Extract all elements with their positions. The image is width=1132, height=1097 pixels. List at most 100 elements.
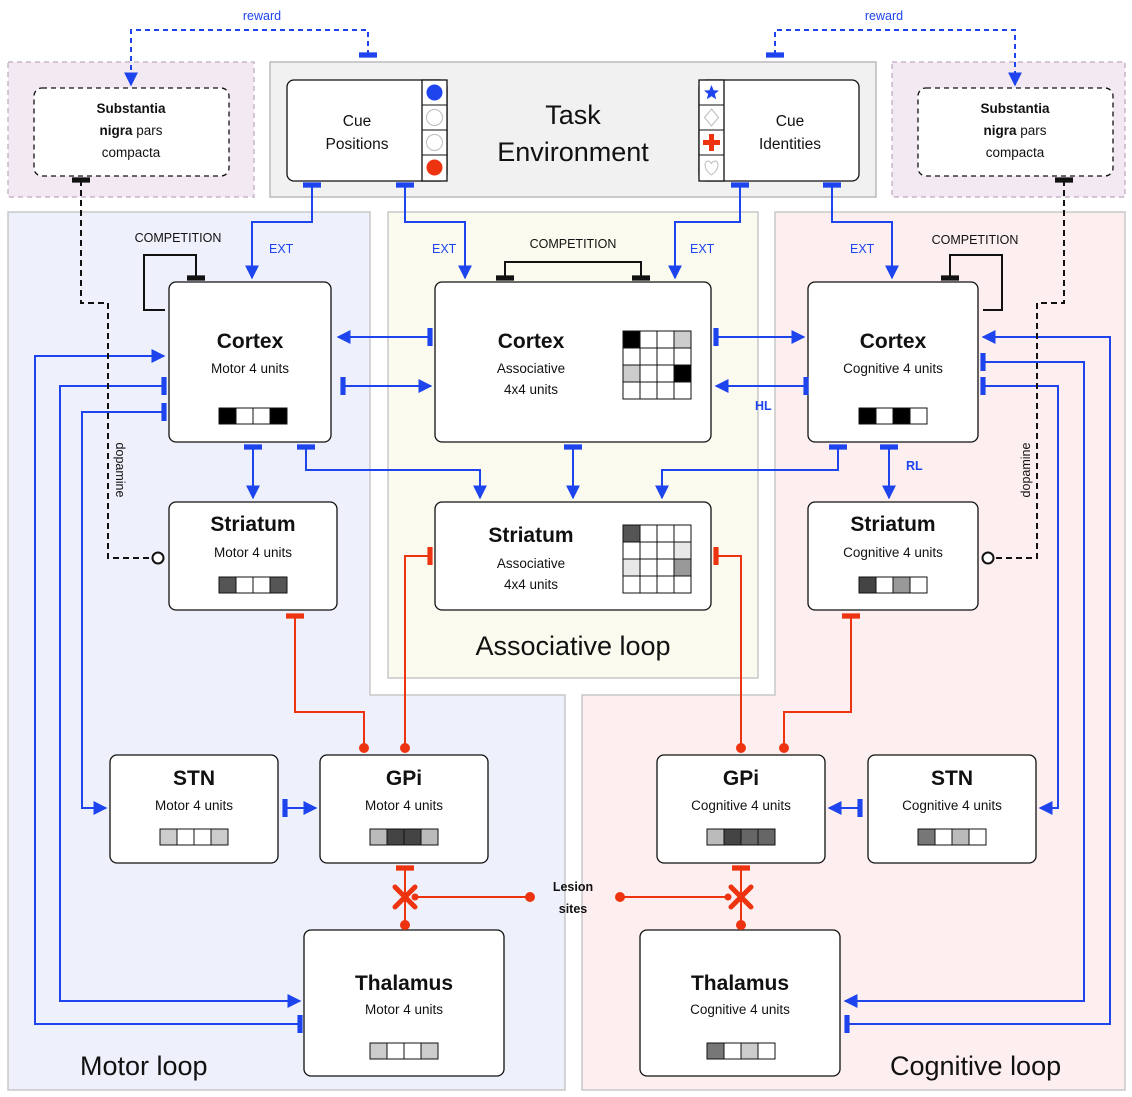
cog-cortex-to-assoc-striatum (655, 444, 847, 500)
cue-positions-box: Cue Positions (286, 79, 448, 182)
reward-connection-left (124, 29, 377, 87)
motor-thalamus-activity (369, 1042, 439, 1060)
snc-left-box: Substantia nigra pars compacta (33, 87, 230, 177)
motor-cortex-to-stn (81, 403, 167, 815)
snc-left-line3: compacta (102, 145, 161, 160)
motor-striatum-activity (218, 576, 288, 594)
competition-label-cognitive: COMPETITION (932, 233, 1019, 247)
snc-left-line1: Substantia (96, 101, 166, 116)
cognitive-striatum-box: Striatum Cognitive 4 units (807, 501, 979, 611)
competition-label-assoc: COMPETITION (530, 237, 617, 251)
motor-thalamus-title: Thalamus (355, 972, 453, 995)
cue-identities-line1: Cue (776, 113, 804, 130)
dopamine-connection-left (72, 177, 153, 559)
lesion-x-icon (392, 884, 418, 910)
dopamine-connection-right (993, 177, 1073, 559)
red-circle-icon (426, 159, 443, 176)
ext-label-assoc-left: EXT (432, 242, 457, 256)
assoc-striatum-line1: Associative (497, 556, 565, 571)
cog-striatum-activity (858, 576, 928, 594)
svg-text:nigra pars: nigra pars (983, 123, 1046, 138)
competition-motor (143, 254, 205, 311)
diamond-icon (703, 108, 720, 127)
reward-label-left: reward (243, 9, 281, 23)
ext-connection-motor (245, 182, 321, 280)
associative-striatum-box: Striatum Associative 4x4 units (434, 501, 712, 611)
snc-right-box: Substantia nigra pars compacta (917, 87, 1114, 177)
assoc-striatum-to-cog-gpi (713, 547, 746, 753)
motor-cortex-to-assoc-striatum (297, 444, 487, 500)
reward-connection-right (766, 29, 1022, 87)
motor-striatum-units: Motor 4 units (214, 545, 292, 560)
cog-cortex-activity (858, 407, 928, 425)
motor-striatum-to-gpi (286, 613, 369, 753)
competition-cognitive (941, 254, 1003, 311)
motor-cortex-box: Cortex Motor 4 units (168, 281, 332, 443)
cog-striatum-units: Cognitive 4 units (843, 545, 943, 560)
cog-stn-activity (917, 828, 987, 846)
ext-label-motor: EXT (269, 242, 294, 256)
blue-circle-icon (426, 84, 443, 101)
motor-gpi-box: GPi Motor 4 units (319, 754, 489, 864)
motor-stn-activity (159, 828, 229, 846)
cog-cortex-units: Cognitive 4 units (843, 361, 943, 376)
cognitive-loop-label: Cognitive loop (890, 1051, 1061, 1081)
associative-cortex-box: Cortex Associative 4x4 units (434, 281, 712, 443)
assoc-striatum-line2: 4x4 units (504, 577, 558, 592)
cue-positions-line2: Positions (326, 136, 389, 153)
motor-stn-units: Motor 4 units (155, 798, 233, 813)
reward-label-right: reward (865, 9, 903, 23)
cognitive-thalamus-box: Thalamus Cognitive 4 units (639, 929, 841, 1077)
dopamine-terminal-right (981, 551, 995, 565)
ext-label-assoc-right: EXT (690, 242, 715, 256)
snc-left-line2-rest: pars (133, 123, 163, 138)
snc-left-line2-bold: nigra (99, 123, 132, 138)
motor-thalamus-to-cortex (34, 349, 303, 1033)
assoc-cortex-title: Cortex (498, 330, 565, 353)
lesion-dot-left (411, 893, 419, 901)
competition-label-motor: COMPETITION (135, 231, 222, 245)
cog-thalamus-activity (706, 1042, 776, 1060)
cog-gpi-title: GPi (723, 767, 759, 790)
cognitive-gpi-box: GPi Cognitive 4 units (656, 754, 826, 864)
cue-positions-line1: Cue (343, 113, 371, 130)
cog-stn-title: STN (931, 767, 973, 790)
competition-assoc (496, 261, 650, 281)
heart-icon (704, 160, 719, 176)
assoc-cortex-line2: 4x4 units (504, 382, 558, 397)
cog-cortex-title: Cortex (860, 330, 927, 353)
motor-gpi-activity (369, 828, 439, 846)
motor-striatum-title: Striatum (210, 513, 295, 536)
cognitive-stn-box: STN Cognitive 4 units (867, 754, 1037, 864)
motor-gpi-title: GPi (386, 767, 422, 790)
cog-thalamus-units: Cognitive 4 units (690, 1002, 790, 1017)
lesion-dot-right (724, 893, 732, 901)
task-title-line2: Environment (497, 137, 649, 167)
cog-gpi-units: Cognitive 4 units (691, 798, 791, 813)
snc-right-line3: compacta (986, 145, 1045, 160)
empty-circle-icon (426, 134, 443, 151)
ext-connection-cognitive (823, 182, 899, 280)
cross-icon (703, 134, 720, 151)
assoc-cortex-grid (622, 330, 692, 400)
cue-identities-line2: Identities (759, 136, 821, 153)
cog-striatum-title: Striatum (850, 513, 935, 536)
dopamine-label-left: dopamine (113, 443, 127, 498)
cog-cortex-to-stn (980, 377, 1059, 815)
cog-thalamus-to-cortex (844, 330, 1111, 1033)
motor-thalamus-units: Motor 4 units (365, 1002, 443, 1017)
cognitive-cortex-box: Cortex Cognitive 4 units (807, 281, 979, 443)
motor-cortex-to-thalamus (59, 377, 302, 1008)
lesion-label-line2: sites (559, 902, 588, 916)
snc-right-line1: Substantia (980, 101, 1050, 116)
associative-loop-label: Associative loop (475, 631, 670, 661)
empty-circle-icon (426, 109, 443, 126)
cog-gpi-activity (706, 828, 776, 846)
cue-identities-box: Cue Identities (698, 79, 860, 182)
snc-right-line2-rest: pars (1017, 123, 1047, 138)
assoc-cortex-line1: Associative (497, 361, 565, 376)
lesion-x-icon (728, 884, 754, 910)
motor-cortex-activity (218, 407, 288, 425)
motor-thalamus-box: Thalamus Motor 4 units (303, 929, 505, 1077)
